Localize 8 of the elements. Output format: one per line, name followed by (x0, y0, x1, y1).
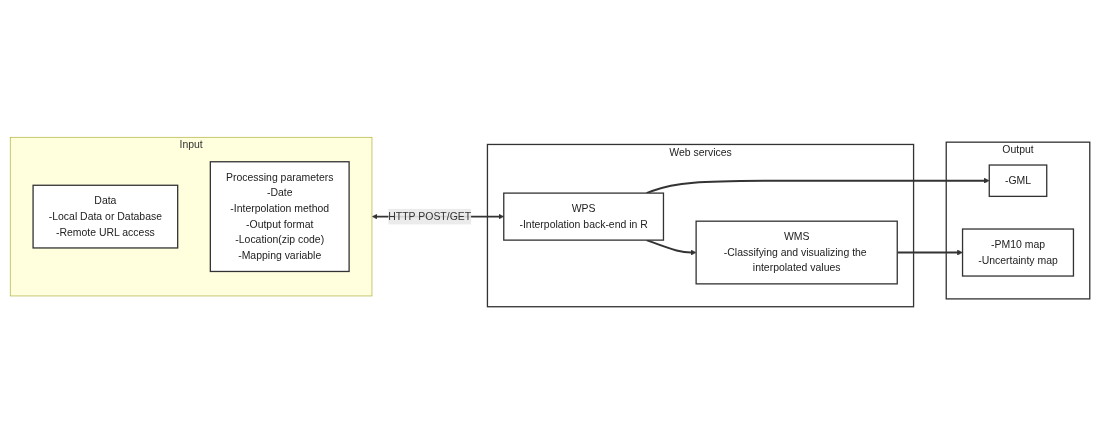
node-box: Processing parameters -Date -Interpolation method -Output format -Location(zip code) -Mapping variable (209, 160, 350, 272)
edge-label: HTTP POST/GET (387, 210, 471, 222)
node-box: Data -Local Data or Database -Remote URL access (31, 184, 178, 249)
node-box: -PM10 map -Uncertainty map (961, 227, 1074, 277)
node-box: -GML (988, 163, 1047, 197)
arrow (645, 238, 696, 255)
node-box: WPS -Interpolation back-end in R (502, 191, 664, 241)
node-box: WMS -Classifying and visualizing the interpolated values (694, 220, 898, 285)
